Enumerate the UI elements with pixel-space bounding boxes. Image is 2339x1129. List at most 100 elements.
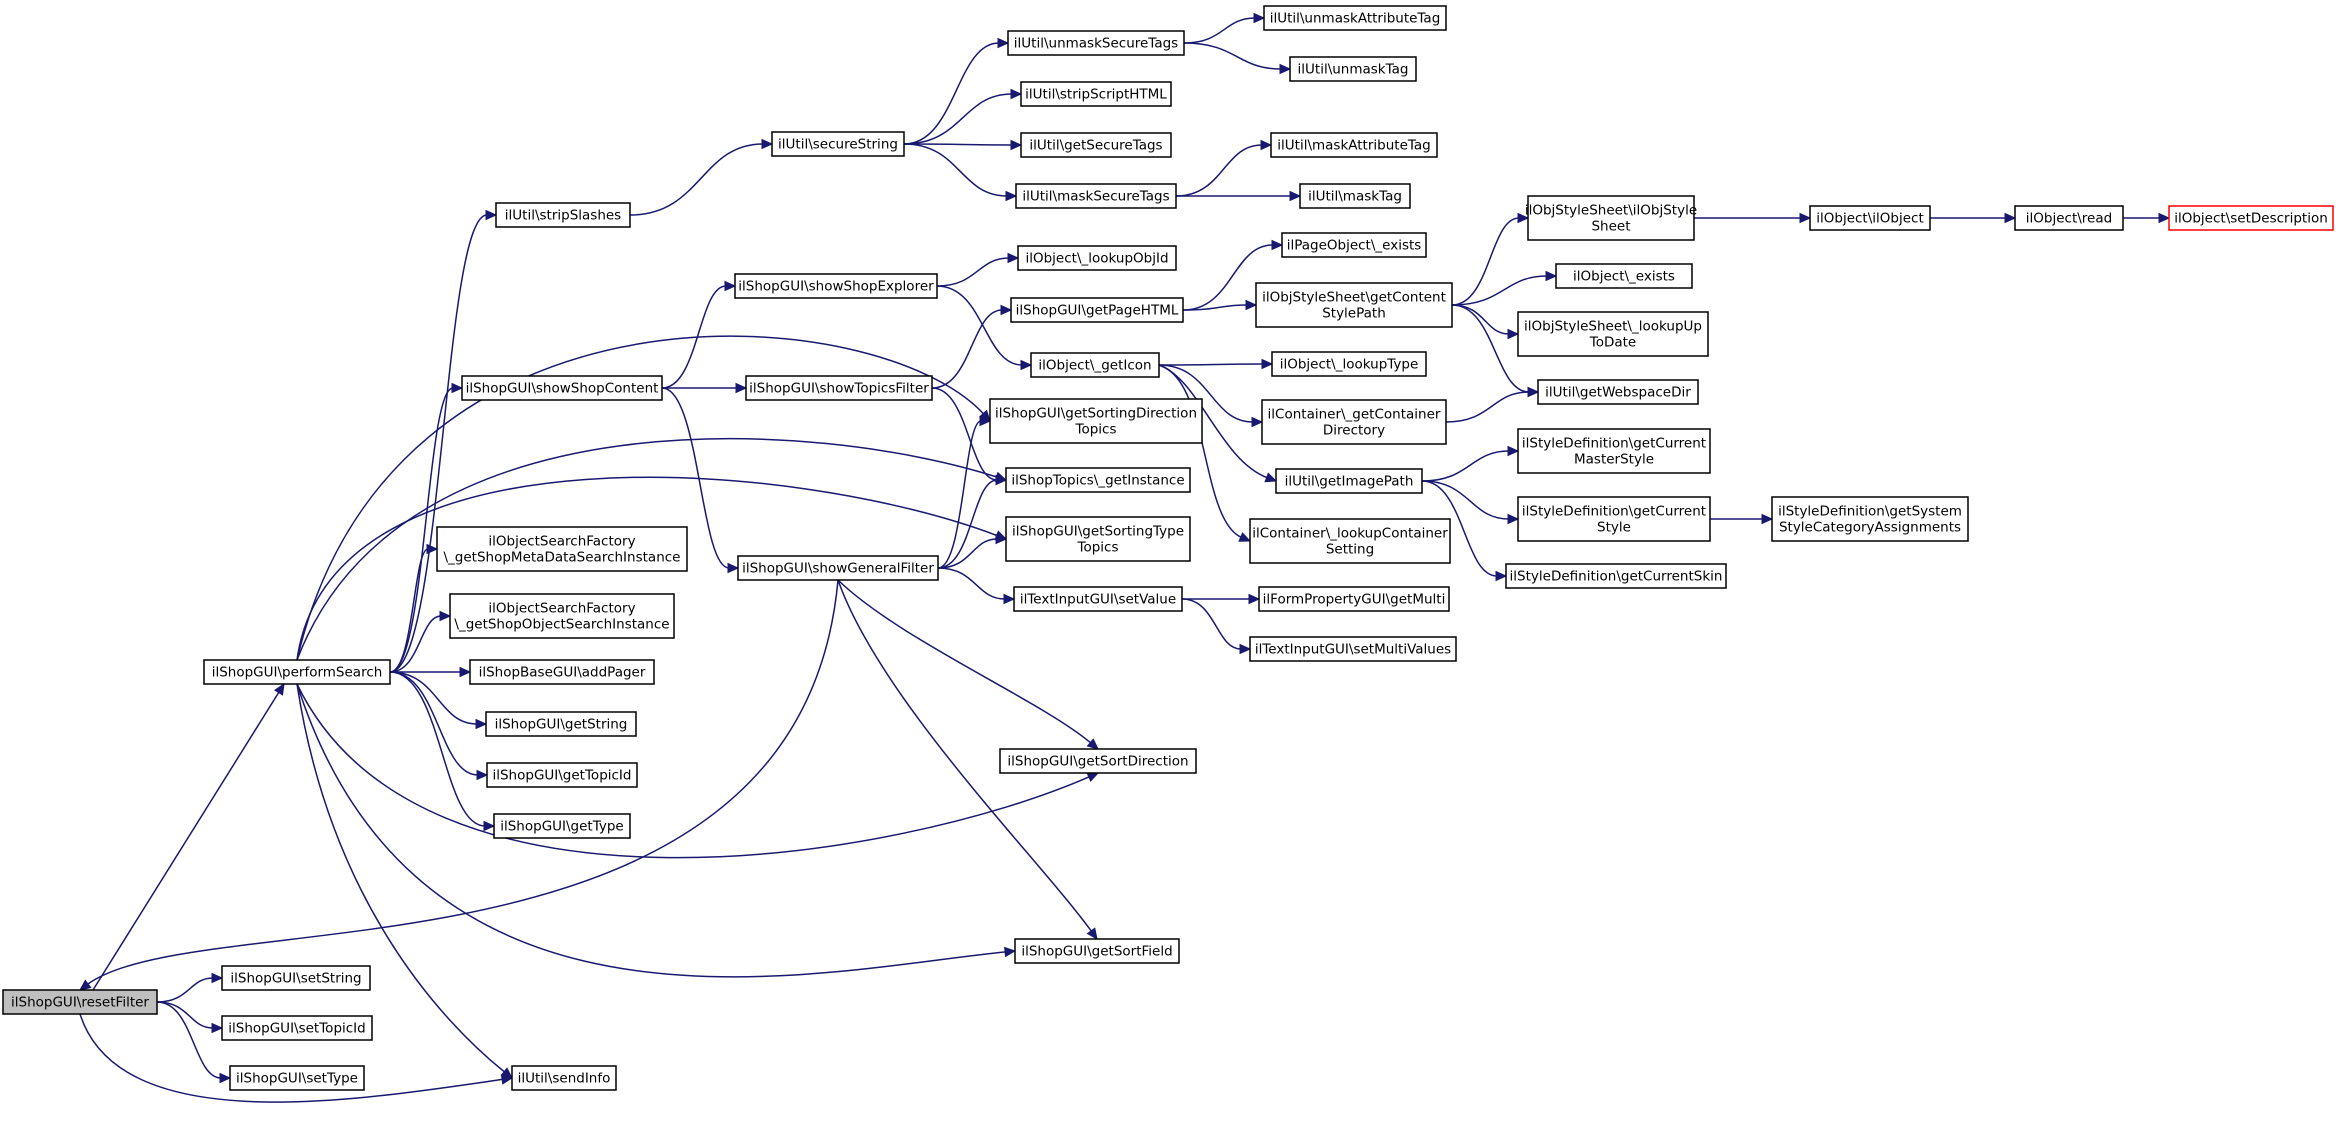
node-box (203, 659, 391, 685)
edge-get-page-html-to-page-object-exists (1182, 239, 1284, 311)
node-show-general-filter[interactable]: ilShopGUI\showGeneralFilter (737, 555, 939, 581)
node-il-object-ctor[interactable]: ilObject\ilObject (1809, 205, 1931, 231)
node-mask-secure-tags[interactable]: ilUtil\maskSecureTags (1015, 183, 1177, 209)
node-mask-tag[interactable]: ilUtil\maskTag (1299, 183, 1411, 209)
node-perform-search[interactable]: ilShopGUI\performSearch (203, 659, 391, 685)
arrowhead (1545, 270, 1558, 282)
arrowhead (1261, 358, 1274, 370)
node-label: ilObjStyleSheet\_lookupUp (1524, 319, 1702, 335)
edge-secure-string-to-get-secure-tags (903, 139, 1023, 151)
node-get-current-skin[interactable]: ilStyleDefinition\getCurrentSkin (1505, 563, 1727, 589)
edge-reset-filter-to-set-topic-id (156, 1001, 224, 1034)
node-box (436, 526, 688, 572)
node-get-secure-tags[interactable]: ilUtil\getSecureTags (1020, 132, 1172, 158)
edge-strip-slashes-to-secure-string (629, 138, 774, 216)
node-strip-script-html[interactable]: ilUtil\stripScriptHTML (1020, 81, 1172, 107)
node-set-description[interactable]: ilObject\setDescription (2168, 205, 2334, 231)
edge-layer (79, 12, 2171, 1103)
node-get-system-style-category-assignments[interactable]: ilStyleDefinition\getSystemStyleCategory… (1771, 496, 1969, 542)
node-box (1299, 183, 1411, 209)
edge-line (1451, 304, 1530, 393)
node-set-type[interactable]: ilShopGUI\setType (229, 1065, 365, 1091)
node-label: ilUtil\secureString (778, 137, 898, 153)
edge-line (661, 285, 727, 389)
node-label: ilUtil\maskSecureTags (1022, 189, 1169, 205)
arrowhead (426, 543, 439, 555)
node-mask-attribute-tag[interactable]: ilUtil\maskAttributeTag (1270, 132, 1438, 158)
node-label: ilObject\ilObject (1816, 211, 1924, 227)
node-show-topics-filter[interactable]: ilShopGUI\showTopicsFilter (745, 375, 933, 401)
node-set-topic-id[interactable]: ilShopGUI\setTopicId (221, 1015, 373, 1041)
node-get-sort-field[interactable]: ilShopGUI\getSortField (1014, 938, 1180, 964)
node-label: ilUtil\sendInfo (518, 1071, 611, 1087)
arrowhead (476, 769, 489, 781)
arrowhead (1271, 239, 1284, 251)
arrowhead (761, 138, 774, 150)
node-object-exists[interactable]: ilObject\_exists (1555, 263, 1693, 289)
node-box (221, 965, 371, 991)
node-get-topic-id[interactable]: ilShopGUI\getTopicId (486, 762, 638, 788)
node-label: ilStyleDefinition\getSystem (1778, 504, 1962, 520)
node-label: ilShopGUI\getType (500, 819, 624, 835)
node-add-pager[interactable]: ilShopBaseGUI\addPager (469, 659, 655, 685)
edge-get-image-path-to-get-current-style (1421, 480, 1520, 525)
node-label: ilUtil\stripScriptHTML (1025, 87, 1167, 103)
node-strip-slashes[interactable]: ilUtil\stripSlashes (495, 202, 631, 228)
edge-reset-filter-to-set-type (156, 1001, 232, 1084)
arrowhead (1020, 359, 1033, 371)
arrowhead (273, 682, 285, 696)
node-get-string[interactable]: ilShopGUI\getString (485, 711, 637, 737)
edge-line (389, 548, 429, 673)
node-label: ilUtil\unmaskAttributeTag (1270, 11, 1441, 27)
node-show-shop-content[interactable]: ilShopGUI\showShopContent (461, 375, 663, 401)
node-set-multi-values[interactable]: ilTextInputGUI\setMultiValues (1249, 636, 1457, 662)
node-reset-filter[interactable]: ilShopGUI\resetFilter (2, 989, 158, 1015)
node-shop-topics-get-instance[interactable]: ilShopTopics\_getInstance (1005, 467, 1191, 493)
node-get-shop-object-search-instance[interactable]: ilObjectSearchFactory\_getShopObjectSear… (449, 593, 675, 639)
node-label: ilUtil\maskTag (1308, 189, 1402, 205)
edge-get-icon-to-lookup-container-setting (1158, 364, 1252, 542)
node-label: ilShopGUI\showTopicsFilter (749, 381, 929, 397)
node-lookup-type[interactable]: ilObject\_lookupType (1271, 351, 1427, 377)
node-get-icon[interactable]: ilObject\_getIcon (1030, 352, 1160, 378)
node-set-string[interactable]: ilShopGUI\setString (221, 965, 371, 991)
node-show-shop-explorer[interactable]: ilShopGUI\showShopExplorer (734, 273, 938, 299)
arrowhead (1289, 190, 1302, 202)
node-get-sort-direction[interactable]: ilShopGUI\getSortDirection (999, 748, 1197, 774)
node-get-image-path[interactable]: ilUtil\getImagePath (1275, 468, 1423, 494)
node-lookup-obj-id[interactable]: ilObject\_lookupObjId (1017, 245, 1177, 271)
arrowhead (1086, 772, 1100, 783)
node-get-webspace-dir[interactable]: ilUtil\getWebspaceDir (1537, 379, 1699, 405)
node-set-value[interactable]: ilTextInputGUI\setValue (1013, 586, 1183, 612)
node-box (1010, 297, 1184, 323)
node-page-object-exists[interactable]: ilPageObject\_exists (1281, 232, 1427, 258)
node-unmask-tag[interactable]: ilUtil\unmaskTag (1289, 56, 1417, 82)
edge-line (296, 683, 506, 1073)
edge-line (156, 1001, 214, 1029)
node-label: ilObject\read (2026, 211, 2112, 227)
node-box (1275, 468, 1423, 494)
node-unmask-attribute-tag[interactable]: ilUtil\unmaskAttributeTag (1263, 5, 1447, 31)
node-get-page-html[interactable]: ilShopGUI\getPageHTML (1010, 297, 1184, 323)
edge-get-icon-to-lookup-type (1158, 358, 1274, 370)
edge-line (1421, 480, 1510, 520)
node-secure-string[interactable]: ilUtil\secureString (771, 131, 905, 157)
node-get-multi[interactable]: ilFormPropertyGUI\getMulti (1258, 586, 1450, 612)
node-il-obj-style-sheet-ctor[interactable]: ilObjStyleSheet\ilObjStyleSheet (1525, 195, 1697, 241)
node-unmask-secure-tags[interactable]: ilUtil\unmaskSecureTags (1007, 30, 1185, 56)
node-send-info[interactable]: ilUtil\sendInfo (511, 1065, 617, 1091)
node-read[interactable]: ilObject\read (2014, 205, 2124, 231)
node-get-shop-meta-data-search-instance[interactable]: ilObjectSearchFactory\_getShopMetaDataSe… (436, 526, 688, 572)
node-get-type[interactable]: ilShopGUI\getType (493, 813, 631, 839)
edge-line (837, 579, 1092, 744)
edge-show-general-filter-to-shop-topics-get-instance (937, 474, 1008, 569)
edge-show-general-filter-to-get-sort-direction (837, 579, 1099, 750)
